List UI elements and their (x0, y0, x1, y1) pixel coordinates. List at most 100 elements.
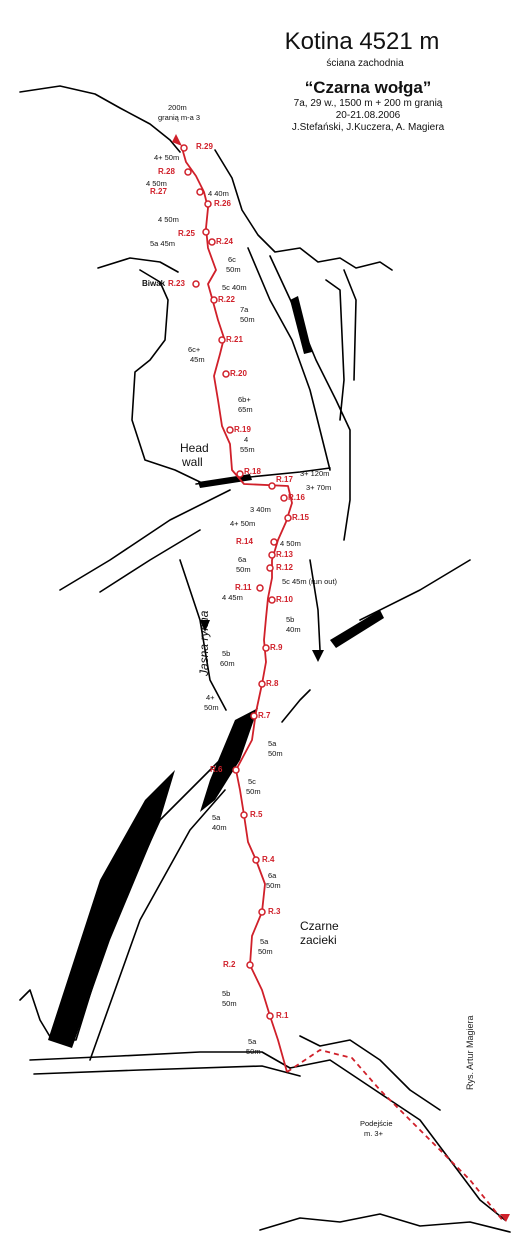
pitch-grade: 6c (228, 255, 236, 264)
station-r6 (233, 767, 239, 773)
approach-grade: m. 3+ (364, 1129, 384, 1138)
pitch-length: 40m (212, 823, 227, 832)
station-label: R.11 (235, 583, 252, 592)
pitch-length: 4 50m (158, 215, 179, 224)
station-label: R.23 (168, 279, 185, 288)
station-r16 (281, 495, 287, 501)
pitch-length: 3 40m (250, 505, 271, 514)
station-label: R.2 (223, 960, 236, 969)
headwall-black (198, 474, 252, 488)
head-wall-label-line2: wall (181, 455, 203, 469)
pitch-grade: 5a (260, 937, 269, 946)
pitch-grade: 5a (268, 739, 277, 748)
pitch-length: 50m (258, 947, 273, 956)
station-r9 (263, 645, 269, 651)
pitch-length: 3+ 120m (300, 469, 329, 478)
station-r28 (185, 169, 191, 175)
pitch-grade: 6a (238, 555, 247, 564)
station-r20 (223, 371, 229, 377)
ridge-length-label: 200m (168, 103, 187, 112)
upper-right-wall (248, 248, 330, 470)
station-r3 (259, 909, 265, 915)
station-label: R.15 (292, 513, 309, 522)
station-label: R.4 (262, 855, 275, 864)
pitch-length: 3+ 70m (306, 483, 331, 492)
station-label: R.7 (258, 711, 271, 720)
station-label: R.14 (236, 537, 253, 546)
pitch-grade: 5b (222, 989, 230, 998)
pitch-length: 50m (240, 315, 255, 324)
station-r15 (285, 515, 291, 521)
station-label: R.18 (244, 467, 261, 476)
pitch-length: 50m (246, 1047, 261, 1056)
pitch-length: 5c 45m (run out) (282, 577, 338, 586)
station-r7 (251, 713, 257, 719)
station-label: R.12 (276, 563, 293, 572)
feature-labels: 200m granią m-a 3 Biwak Head wall Jasna … (142, 103, 393, 1138)
station-label: R.22 (218, 295, 235, 304)
pitch-length: 4 40m (208, 189, 229, 198)
station-label: R.3 (268, 907, 281, 916)
station-r14 (271, 539, 277, 545)
station-r2 (247, 962, 253, 968)
station-label: R.10 (276, 595, 293, 604)
station-r23 (193, 281, 199, 287)
station-label: R.8 (266, 679, 279, 688)
station-r12 (267, 565, 273, 571)
station-label: R.20 (230, 369, 247, 378)
station-r18 (237, 471, 243, 477)
station-label: R.17 (276, 475, 293, 484)
right-black-bar (330, 610, 384, 648)
station-label: R.28 (158, 167, 175, 176)
pitch-grade: 6c+ (188, 345, 201, 354)
base-foot (260, 1214, 510, 1232)
biwak-label: Biwak (142, 279, 166, 288)
station-label: R.1 (276, 1011, 289, 1020)
climbing-route (182, 148, 504, 1222)
pitch-length: 55m (240, 445, 255, 454)
station-r24 (209, 239, 215, 245)
pitch-length: 60m (220, 659, 235, 668)
pitch-grade: 7a (240, 305, 249, 314)
pitch-grade: 5c (248, 777, 256, 786)
pitch-length: 65m (238, 405, 253, 414)
pitch-length: 50m (226, 265, 241, 274)
station-label: R.16 (288, 493, 305, 502)
czarne-zacieki-label-line1: Czarne (300, 919, 339, 933)
base-ledge-2 (34, 1066, 300, 1076)
mid-band (60, 490, 230, 590)
pitch-grade: 6a (268, 871, 277, 880)
pitch-grade: 5a (248, 1037, 257, 1046)
station-r10 (269, 597, 275, 603)
pitch-length: 4 50m (146, 179, 167, 188)
pitch-grade: 5a (212, 813, 221, 822)
pitch-grade: 6b+ (238, 395, 251, 404)
pitch-grade: 4+ (206, 693, 215, 702)
station-label: R.13 (276, 550, 293, 559)
station-label: R.5 (250, 810, 263, 819)
station-r25 (203, 229, 209, 235)
right-skyline (215, 150, 392, 270)
station-r22 (211, 297, 217, 303)
ridge-grade-label: granią m-a 3 (158, 113, 200, 122)
upper-black-gash (200, 708, 258, 812)
pitch-length: 5c 40m (222, 283, 247, 292)
runoff-arrows (200, 620, 324, 662)
station-label: R.26 (214, 199, 231, 208)
lower-black-slab (48, 770, 175, 1048)
station-r8 (259, 681, 265, 687)
station-label: R.9 (270, 643, 283, 652)
pitch-length: 4 45m (222, 593, 243, 602)
lower-right-crack (282, 690, 310, 722)
couloir-right (310, 560, 320, 650)
mid-band-2 (100, 530, 200, 592)
station-r19 (227, 427, 233, 433)
station-label: R.24 (216, 237, 233, 246)
pitch-length: 4+ 50m (154, 153, 179, 162)
station-label: R.29 (196, 142, 213, 151)
pitch-length: 50m (236, 565, 251, 574)
station-r13 (269, 552, 275, 558)
pitch-length: 50m (266, 881, 281, 890)
pitch-length: 5a 45m (150, 239, 175, 248)
station-r1 (267, 1013, 273, 1019)
